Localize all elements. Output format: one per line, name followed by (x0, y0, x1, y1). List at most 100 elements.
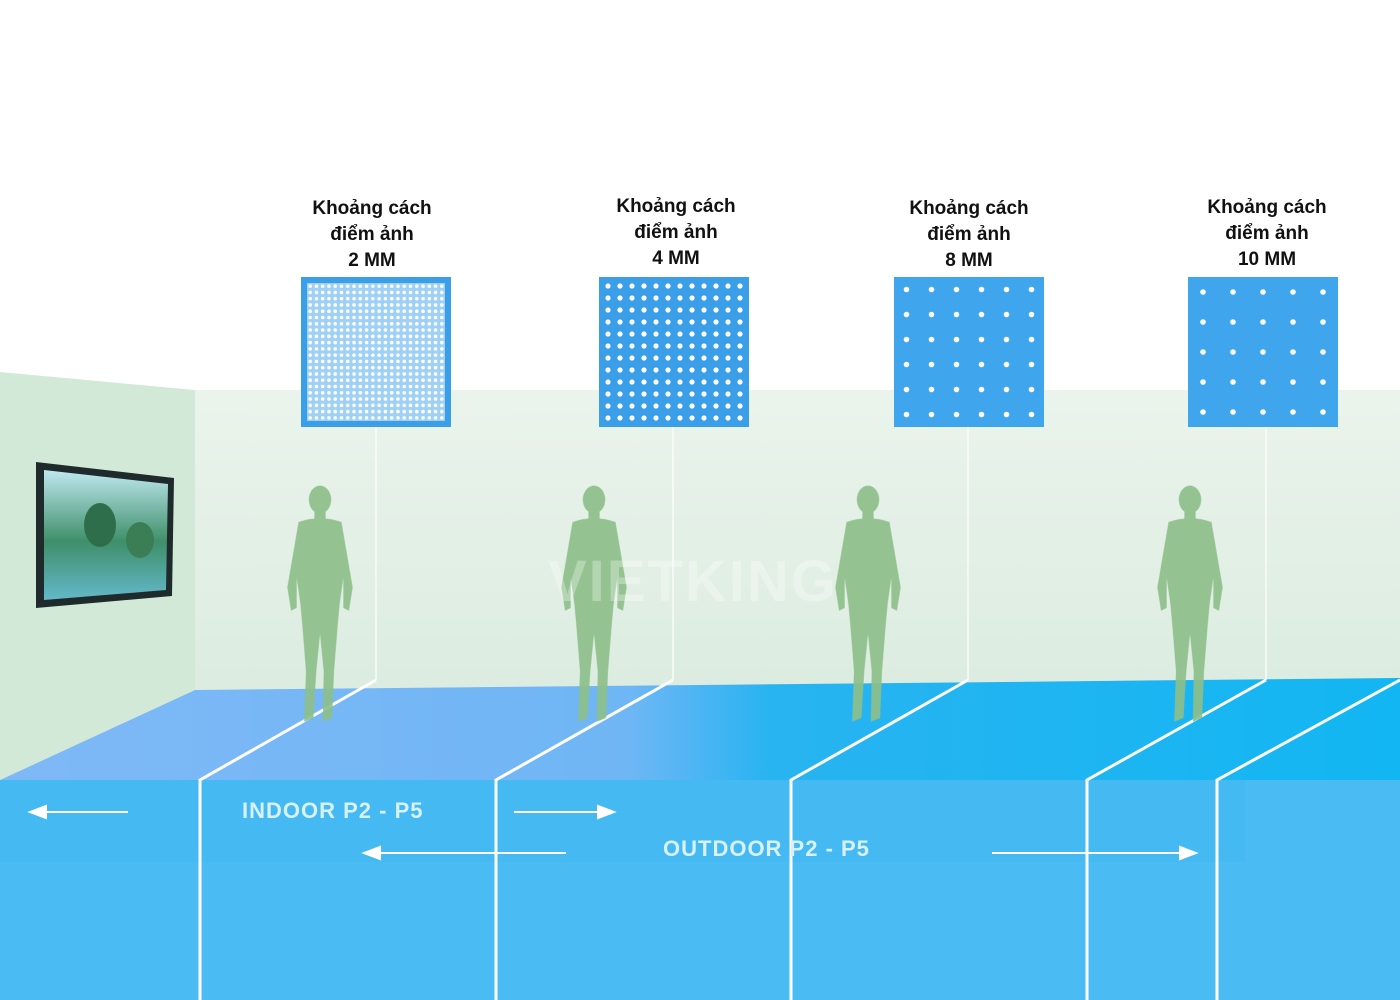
led-dot (364, 303, 369, 307)
led-dot (308, 303, 312, 307)
led-dot (377, 347, 381, 351)
led-dot (414, 372, 419, 376)
led-dot (433, 365, 438, 370)
led-dot (314, 334, 319, 339)
led-dot (339, 403, 344, 408)
led-dot (333, 390, 338, 395)
label-line-1: Khoảng cách (616, 196, 736, 217)
led-dot (421, 353, 425, 357)
led-dot (440, 397, 444, 401)
led-dot (433, 334, 438, 339)
led-dot (383, 334, 388, 339)
led-dot (327, 296, 331, 301)
led-dot (358, 409, 363, 414)
led-dot (389, 290, 394, 295)
led-dot (1003, 386, 1010, 393)
led-dot (364, 416, 369, 420)
led-dot (377, 397, 381, 401)
led-dot (725, 307, 731, 313)
led-dot (402, 284, 407, 288)
led-dot (389, 403, 394, 408)
led-dot (665, 331, 671, 337)
led-dot (320, 309, 325, 314)
led-dot (440, 378, 444, 383)
led-dot (427, 372, 432, 376)
led-dot (377, 296, 381, 301)
led-dot (402, 328, 407, 332)
led-dot (440, 303, 444, 307)
led-dot (1200, 289, 1206, 295)
led-dot (396, 347, 400, 351)
pitch-value: 10 MM (1237, 249, 1297, 270)
led-dot (358, 284, 363, 288)
led-dot (629, 355, 635, 361)
label-line-2: điểm ảnh (634, 222, 718, 243)
led-dot (396, 309, 400, 314)
led-dot (440, 321, 444, 326)
led-dot (371, 309, 375, 314)
led-dot (358, 416, 363, 420)
led-dot (352, 384, 356, 389)
led-dot (327, 403, 331, 408)
led-dot (389, 416, 394, 420)
led-dot (402, 340, 407, 345)
led-dot (701, 295, 707, 301)
led-dot (1290, 379, 1296, 385)
led-dot (320, 353, 325, 357)
led-dot (978, 361, 985, 368)
led-dot (605, 307, 611, 313)
led-dot (345, 321, 350, 326)
led-dot (358, 321, 363, 326)
led-dot (377, 290, 381, 295)
led-dot (389, 284, 394, 288)
led-dot (402, 372, 407, 376)
led-dot (402, 353, 407, 357)
led-dot (389, 309, 394, 314)
led-dot (421, 390, 425, 395)
led-dot (629, 307, 635, 313)
led-dot (377, 416, 381, 420)
led-dot (617, 307, 623, 313)
led-dot (427, 403, 432, 408)
led-dot (421, 397, 425, 401)
led-dot (339, 321, 344, 326)
led-dot (339, 365, 344, 370)
led-dot (408, 416, 413, 420)
led-dot (320, 347, 325, 351)
led-dot (371, 347, 375, 351)
led-dot (737, 295, 743, 301)
led-panel-icon (599, 277, 749, 427)
led-dot (701, 403, 707, 409)
led-dot (414, 303, 419, 307)
led-dot (629, 403, 635, 409)
led-dot (653, 355, 659, 361)
led-dot (653, 415, 659, 421)
led-dot (358, 359, 363, 364)
led-dot (605, 403, 611, 409)
led-dot (641, 379, 647, 385)
led-dot (377, 284, 381, 288)
led-dot (978, 311, 985, 318)
led-dot (665, 415, 671, 421)
led-dot (605, 391, 611, 397)
led-dot (377, 365, 381, 370)
led-dot (308, 365, 312, 370)
led-dot (352, 390, 356, 395)
led-dot (414, 365, 419, 370)
led-dot (713, 319, 719, 325)
led-dot (953, 336, 960, 343)
led-dot (1200, 349, 1206, 355)
led-dot (1028, 386, 1035, 393)
led-dot (677, 415, 683, 421)
led-dot (402, 359, 407, 364)
led-dot (383, 397, 388, 401)
led-dot (427, 303, 432, 307)
led-dot (308, 315, 312, 320)
led-dot (433, 296, 438, 301)
panel-label-8mm: Khoảng cách điểm ảnh 8 MM (869, 196, 1069, 274)
led-dot (377, 403, 381, 408)
led-dot (725, 367, 731, 373)
led-dot (314, 321, 319, 326)
led-dot (377, 372, 381, 376)
led-dot (408, 397, 413, 401)
